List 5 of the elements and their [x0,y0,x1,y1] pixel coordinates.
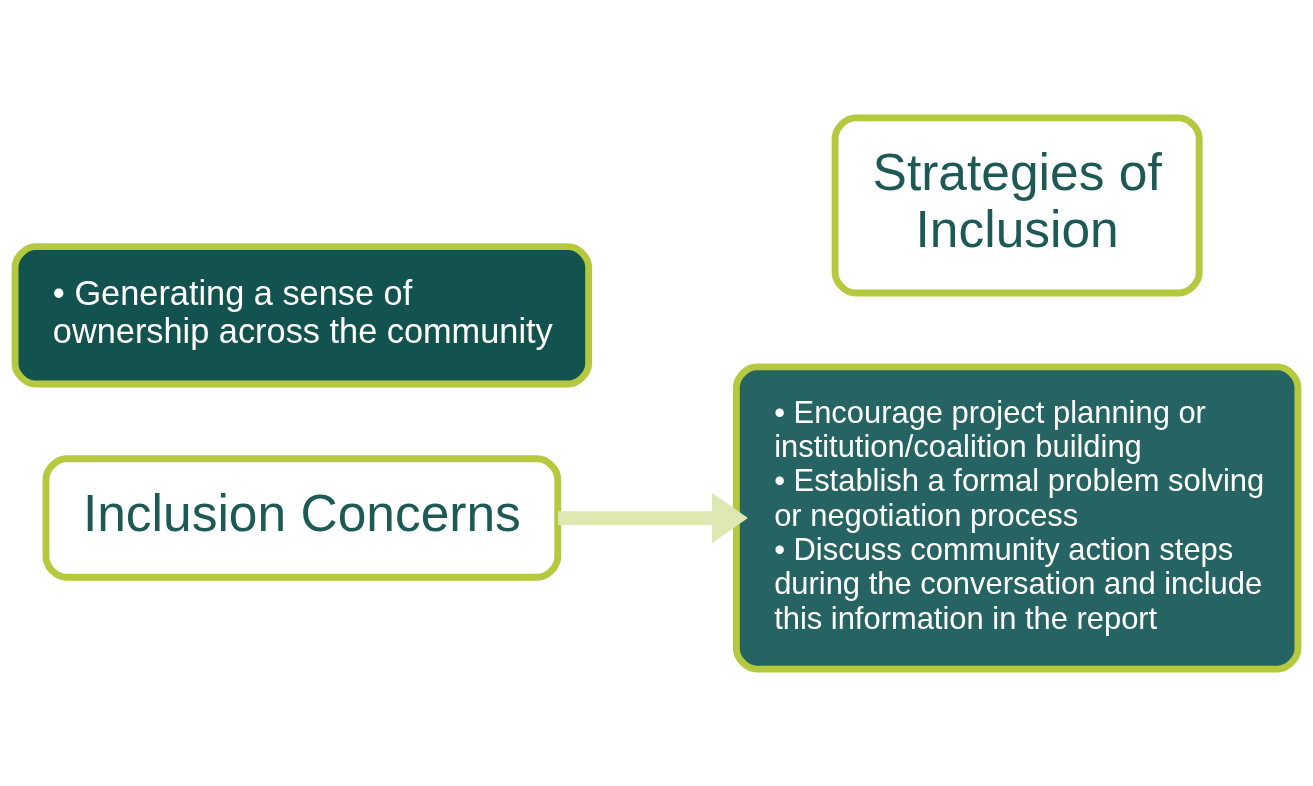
node-box: Inclusion Concerns [42,454,562,581]
arrow [558,492,748,543]
node-box: • Generating a sense of ownership across the community [11,242,593,387]
node-box: • Encourage project planning or institution/coalition building • Establish a formal problem solving or negotiation process • Discuss community action steps during the conversation and include this information in the report [732,362,1302,673]
node-box: Strategies of Inclusion [831,113,1203,296]
